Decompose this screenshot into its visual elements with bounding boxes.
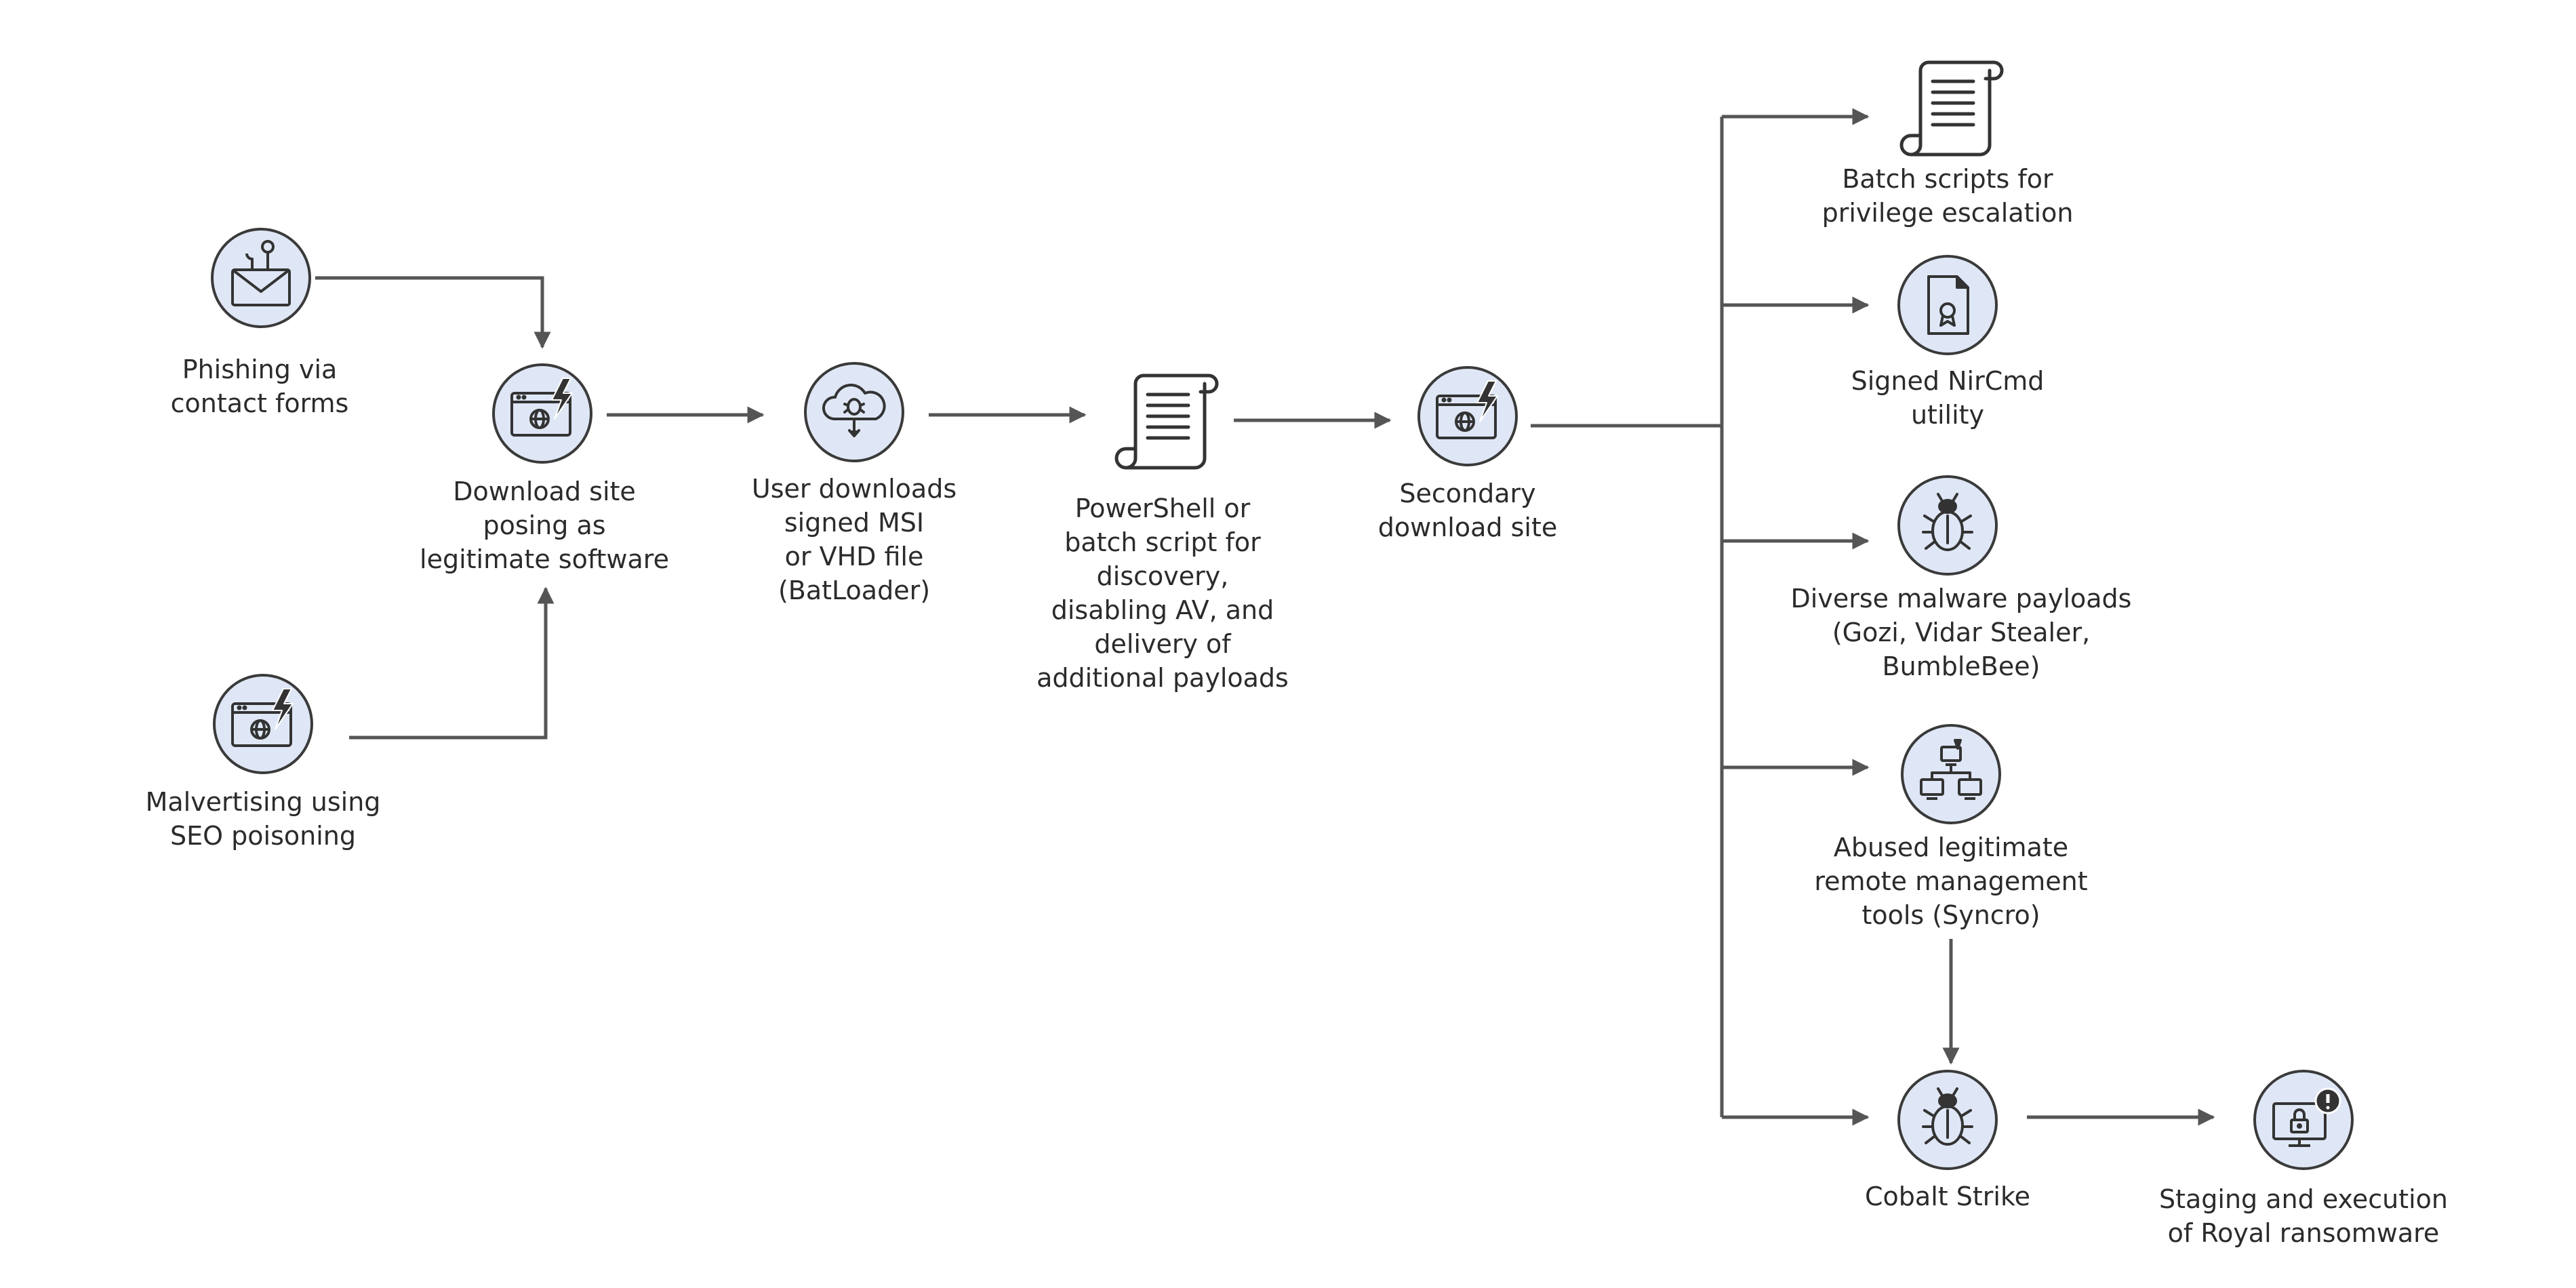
- node-user-downloads: [804, 362, 904, 462]
- bug-icon: [1922, 493, 1973, 551]
- connectors: [315, 108, 2215, 1126]
- label-line: privilege escalation: [1822, 198, 2074, 228]
- label-line: contact forms: [170, 388, 349, 418]
- label-line: Diverse malware payloads: [1790, 584, 2132, 613]
- label-line: tools (Syncro): [1861, 900, 2040, 930]
- scroll-icon: [1899, 60, 2004, 157]
- label-malvertising: Malvertising using SEO poisoning: [146, 785, 381, 853]
- label-line: Abused legitimate: [1833, 832, 2069, 862]
- label-phishing: Phishing via contact forms: [171, 353, 349, 420]
- node-rmm: [1901, 724, 2001, 824]
- label-line: SEO poisoning: [170, 821, 356, 851]
- node-powershell: [1114, 374, 1219, 470]
- node-secondary: [1417, 366, 1518, 466]
- label-line: Download site: [453, 477, 636, 506]
- label-batch-scripts: Batch scripts for privilege escalation: [1822, 162, 2074, 230]
- label-user-downloads: User downloads signed MSI or VHD file (B…: [752, 472, 957, 607]
- label-line: download site: [1377, 512, 1558, 542]
- label-line: batch script for: [1064, 527, 1261, 557]
- label-powershell: PowerShell or batch script for discovery…: [1037, 491, 1289, 695]
- label-line: (BatLoader): [778, 576, 931, 605]
- certificate-file-icon: [1927, 275, 1969, 335]
- label-line: of Royal ransomware: [2167, 1218, 2440, 1248]
- node-nircmd: [1897, 255, 1998, 355]
- label-nircmd: Signed NirCmd utility: [1851, 364, 2045, 432]
- label-line: disabling AV, and: [1051, 595, 1274, 625]
- label-line: discovery,: [1096, 561, 1229, 591]
- label-line: signed MSI: [784, 508, 925, 538]
- label-line: posing as: [483, 510, 606, 540]
- browser-lightning-icon: [510, 378, 573, 437]
- label-line: Batch scripts for: [1842, 164, 2053, 194]
- label-line: (Gozi, Vidar Stealer,: [1832, 618, 2091, 647]
- connector-phishing-to-download-site: [315, 276, 551, 349]
- node-batch-scripts: [1899, 60, 2004, 157]
- node-malvertising: [213, 674, 313, 774]
- label-line: User downloads: [751, 474, 957, 504]
- label-line: or VHD file: [784, 542, 924, 571]
- label-line: Phishing via: [182, 355, 338, 384]
- browser-lightning-icon: [231, 688, 294, 747]
- label-line: legitimate software: [420, 544, 669, 574]
- label-download-site: Download site posing as legitimate softw…: [420, 475, 669, 576]
- cloud-bug-download-icon: [822, 384, 886, 437]
- label-line: Cobalt Strike: [1865, 1182, 2030, 1211]
- node-cobalt: [1897, 1070, 1998, 1170]
- node-malware: [1897, 475, 1998, 576]
- label-line: utility: [1910, 400, 1985, 430]
- node-phishing: [211, 228, 311, 328]
- browser-lightning-icon: [1436, 380, 1498, 439]
- label-cobalt: Cobalt Strike: [1865, 1180, 2030, 1213]
- label-line: Staging and execution: [2158, 1184, 2449, 1214]
- label-line: PowerShell or: [1074, 494, 1251, 523]
- monitor-lock-alert-icon: [2272, 1087, 2341, 1147]
- label-line: additional payloads: [1037, 663, 1289, 693]
- label-malware: Diverse malware payloads (Gozi, Vidar St…: [1791, 582, 2132, 683]
- label-line: Signed NirCmd: [1851, 366, 2045, 396]
- envelope-hook-icon: [231, 240, 291, 306]
- label-secondary: Secondary download site: [1378, 477, 1557, 544]
- label-line: Secondary: [1399, 479, 1536, 508]
- label-royal: Staging and execution of Royal ransomwar…: [2159, 1182, 2448, 1250]
- bug-icon: [1922, 1087, 1973, 1146]
- node-download-site: [492, 363, 592, 464]
- node-royal: [2253, 1070, 2354, 1170]
- node-circle: [804, 362, 904, 462]
- label-line: Malvertising using: [145, 787, 381, 817]
- label-line: delivery of: [1094, 629, 1231, 659]
- network-computers-icon: [1920, 739, 1982, 800]
- label-line: remote management: [1814, 866, 2088, 896]
- node-circle: [211, 228, 311, 328]
- label-rmm: Abused legitimate remote management tool…: [1814, 830, 2087, 932]
- connector-malvertising-to-download-site: [349, 586, 555, 740]
- scroll-icon: [1114, 374, 1219, 470]
- label-line: BumbleBee): [1882, 651, 2040, 681]
